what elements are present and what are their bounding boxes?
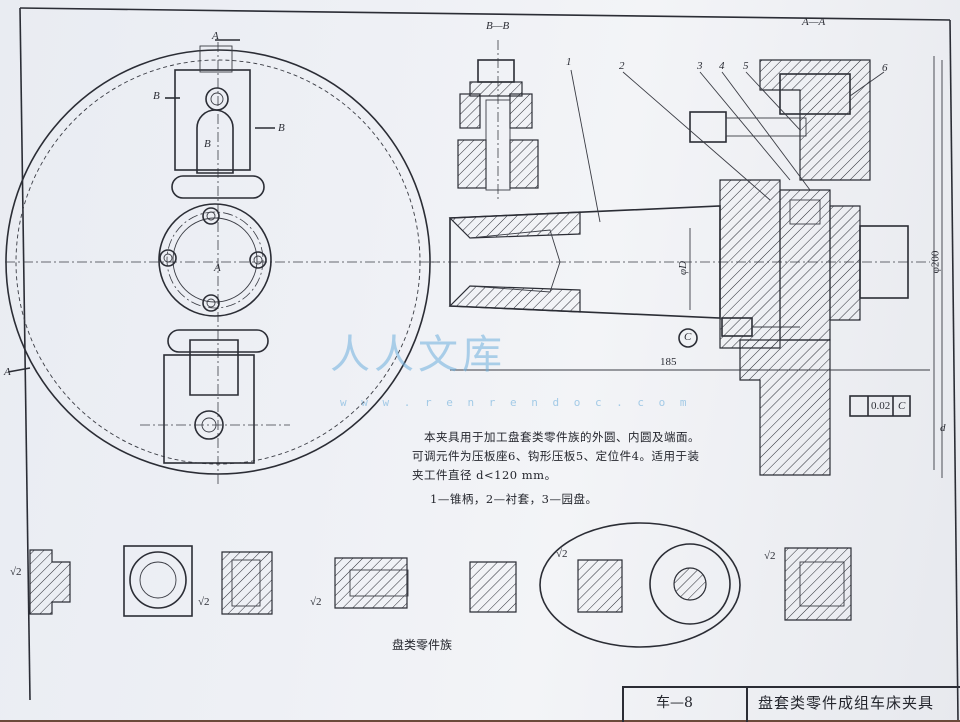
cut-label-a-top: A — [212, 30, 219, 42]
description-line-1: 本夹具用于加工盘套类零件族的外圆、内圆及端面。 — [424, 430, 700, 444]
cut-label-b-right: B — [278, 122, 285, 134]
description-line-3: 夹工件直径 d<120 mm。 — [412, 468, 557, 482]
watermark-url: w w w . r e n r e n d o c . c o m — [340, 396, 691, 409]
dim-d: d — [940, 422, 946, 434]
label-b-center: B — [204, 138, 211, 150]
watermark-text: 人人文库 — [330, 332, 506, 378]
dim-length: 185 — [660, 356, 677, 368]
sheet-border-right — [949, 19, 959, 720]
tolerance-datum: C — [898, 400, 906, 412]
drawing-code: 车—8 — [656, 695, 693, 711]
part-number-5: 5 — [743, 60, 749, 72]
drawing-title: 盘套类零件成组车床夹具 — [758, 694, 935, 712]
part-number-1: 1 — [566, 56, 572, 68]
dim-phi200: φ200 — [929, 250, 942, 274]
part-number-3: 3 — [697, 60, 703, 72]
sheet-border-left — [19, 7, 31, 701]
roughness-mark: √2 — [556, 548, 568, 560]
roughness-mark: √2 — [764, 550, 776, 562]
roughness-mark: √2 — [198, 596, 210, 608]
datum-c: C — [684, 331, 692, 343]
section-label-bb: B—B — [486, 20, 510, 32]
dim-phi-d: φD — [677, 260, 690, 276]
section-aa-assembly — [430, 56, 943, 478]
roughness-mark: √2 — [310, 596, 322, 608]
section-label-aa: A—A — [802, 16, 826, 28]
tolerance-value: 0.02 — [871, 400, 891, 412]
cut-label-b-left: B — [153, 90, 160, 102]
roughness-mark: √2 — [10, 566, 22, 578]
cut-label-a-bottom: A — [4, 366, 11, 378]
part-family-sketches — [29, 522, 852, 648]
part-number-2: 2 — [619, 60, 625, 72]
title-block: 车—8 盘套类零件成组车床夹具 — [622, 686, 960, 722]
disc-plan-view — [5, 39, 440, 485]
sheet-border-top — [19, 7, 951, 21]
description-legend: 1—锥柄，2—衬套，3—园盘。 — [430, 492, 598, 506]
part-number-6: 6 — [882, 62, 888, 74]
part-family-label: 盘类零件族 — [392, 638, 453, 652]
label-a-center: A — [214, 262, 221, 274]
description-line-2: 可调元件为压板座6、钩形压板5、定位件4。适用于装 — [412, 449, 700, 463]
title-block-divider — [746, 688, 748, 722]
part-number-4: 4 — [719, 60, 725, 72]
section-bb-view — [457, 40, 539, 200]
